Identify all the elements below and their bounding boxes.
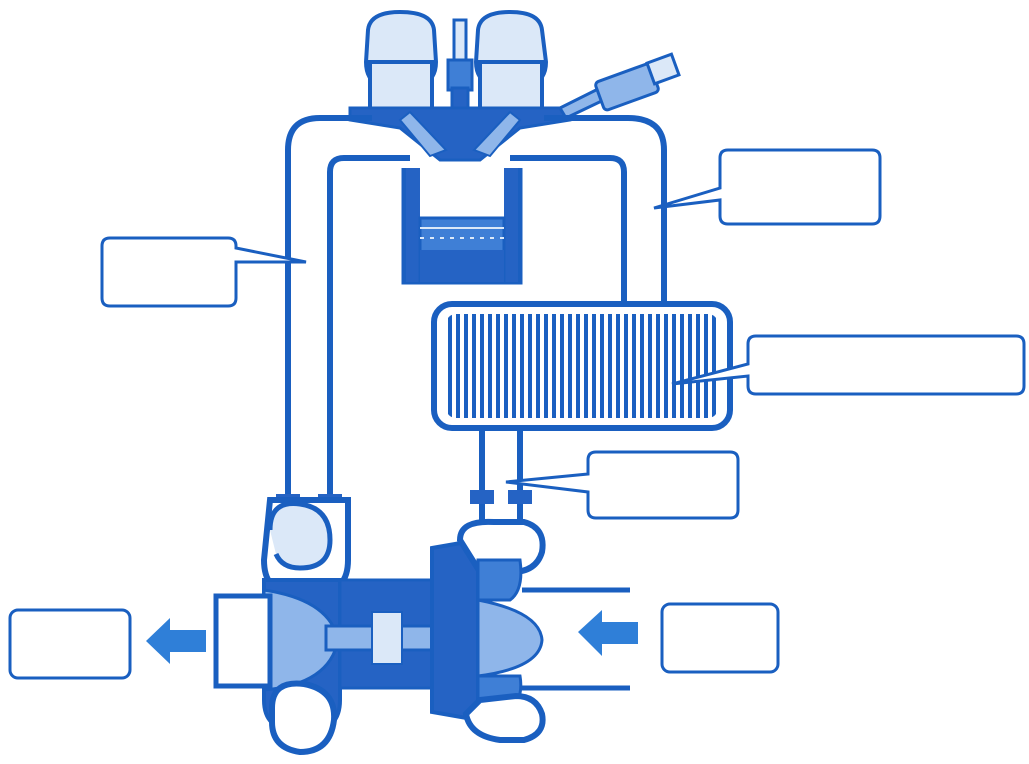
charge-air-pipe: [470, 428, 532, 520]
fuel-injector: [557, 52, 681, 120]
cylinder: [401, 168, 523, 285]
intake-flow-arrow: [578, 610, 638, 656]
intercooler: [431, 301, 733, 431]
callout-air-in: [660, 602, 780, 674]
callout-exhaust-out: [8, 608, 132, 680]
callout-intercooler: [671, 334, 1026, 396]
callout-compressor-outlet: [505, 450, 740, 520]
exhaust-valve-spring: [478, 60, 544, 112]
compressor-housing: [430, 518, 630, 743]
intake-valve-spring: [368, 60, 434, 112]
intake-valve-stem: [398, 110, 448, 158]
intake-manifold-pipe: [510, 115, 667, 306]
head-block: [348, 106, 572, 162]
callout-intake-manifold: [653, 148, 882, 226]
callout-exhaust-manifold: [100, 236, 307, 308]
exhaust-flow-arrow: [146, 618, 206, 664]
turbo-shaft-housing: [324, 578, 476, 690]
cylinder-head: [348, 9, 681, 162]
exhaust-outlet-duct: [213, 593, 273, 689]
exhaust-valve-stem: [472, 110, 522, 158]
exhaust-manifold-pipe: [276, 115, 410, 508]
piston: [418, 216, 506, 284]
